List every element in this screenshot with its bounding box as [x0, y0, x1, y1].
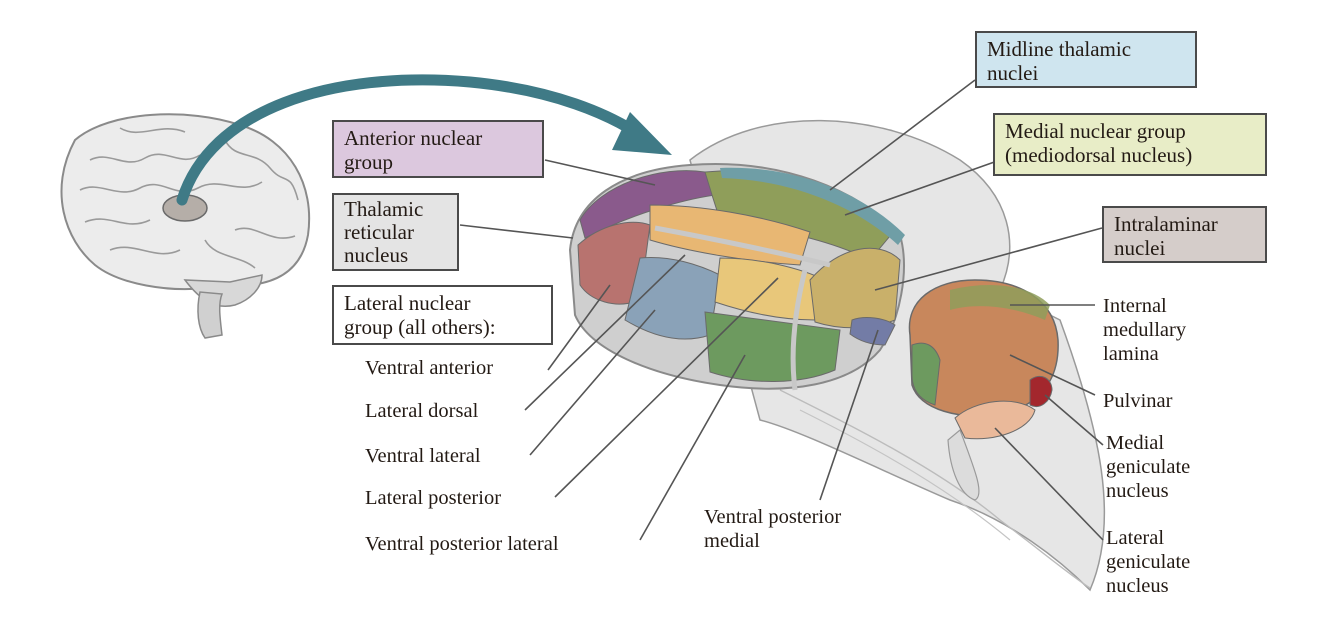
- label-lateral-dorsal: Lateral dorsal: [365, 400, 479, 422]
- label-internal-medullary-lamina: Internal medullary lamina: [1103, 295, 1187, 365]
- label-pulvinar: Pulvinar: [1103, 390, 1173, 412]
- label-medial-nuclear-group: Medial nuclear group (mediodorsal nucleu…: [993, 113, 1267, 176]
- zoom-arrow: [176, 74, 646, 206]
- label-ventral-posterior-lateral: Ventral posterior lateral: [365, 533, 559, 555]
- label-ventral-anterior: Ventral anterior: [365, 357, 494, 379]
- brain-sagittal-illustration: [60, 113, 311, 339]
- label-lateral-nuclear-group: Lateral nuclear group (all others):: [332, 285, 553, 345]
- label-ventral-lateral: Ventral lateral: [365, 445, 481, 467]
- label-thalamic-reticular-nucleus: Thalamic reticular nucleus: [332, 193, 459, 271]
- label-anterior-nuclear-group: Anterior nuclear group: [332, 120, 544, 178]
- zoom-arrow-head: [612, 112, 672, 155]
- label-medial-geniculate-nucleus: Medial geniculate nucleus: [1106, 432, 1191, 502]
- thalamus-illustration: [568, 119, 1106, 592]
- label-lateral-geniculate-nucleus: Lateral geniculate nucleus: [1106, 527, 1191, 597]
- label-ventral-posterior-medial: Ventral posterior medial: [704, 506, 842, 552]
- leader-lines: [459, 79, 1104, 541]
- label-lateral-posterior: Lateral posterior: [365, 487, 502, 509]
- label-intralaminar-nuclei: Intralaminar nuclei: [1102, 206, 1267, 263]
- label-midline-thalamic-nuclei: Midline thalamic nuclei: [975, 31, 1197, 88]
